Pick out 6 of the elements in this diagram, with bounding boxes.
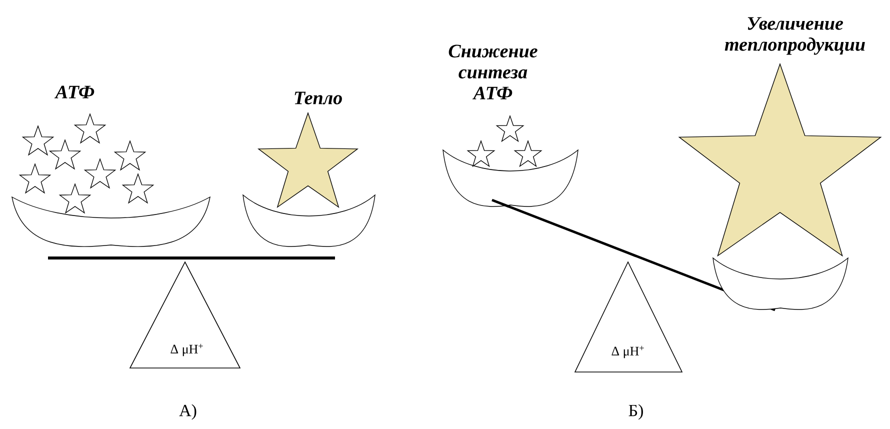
heading-label: Увеличение теплопродукции <box>724 17 865 55</box>
heading-label: Снижение синтеза АТФ <box>448 44 538 100</box>
heading-label: АТФ <box>54 86 94 98</box>
heading-label: Тепло <box>294 92 342 104</box>
panel-label: А) <box>179 404 196 420</box>
panel-label: Б) <box>628 404 643 420</box>
